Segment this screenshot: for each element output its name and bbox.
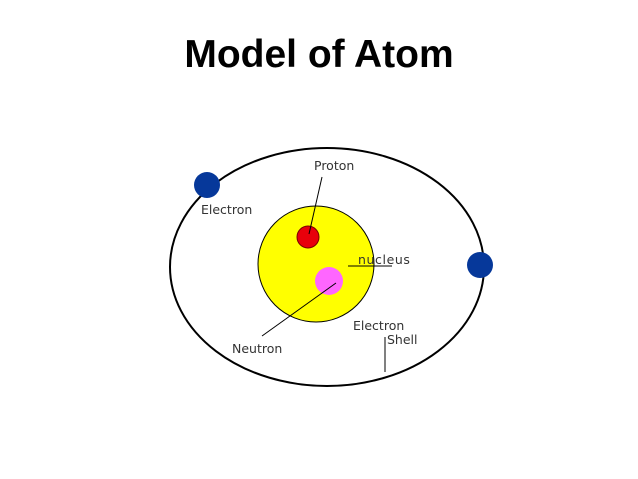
neutron-label: Neutron	[232, 341, 282, 356]
proton-particle	[297, 226, 319, 248]
neutron-particle	[315, 267, 343, 295]
nucleus-circle	[258, 206, 374, 322]
electron-shell-label-line2: Shell	[387, 332, 418, 347]
nucleus-label: nucleus	[358, 252, 411, 267]
proton-label: Proton	[314, 158, 354, 173]
electron-label: Electron	[201, 202, 252, 217]
electron-particle-left	[194, 172, 220, 198]
electron-particle-right	[467, 252, 493, 278]
electron-shell-label-line1: Electron	[353, 318, 404, 333]
